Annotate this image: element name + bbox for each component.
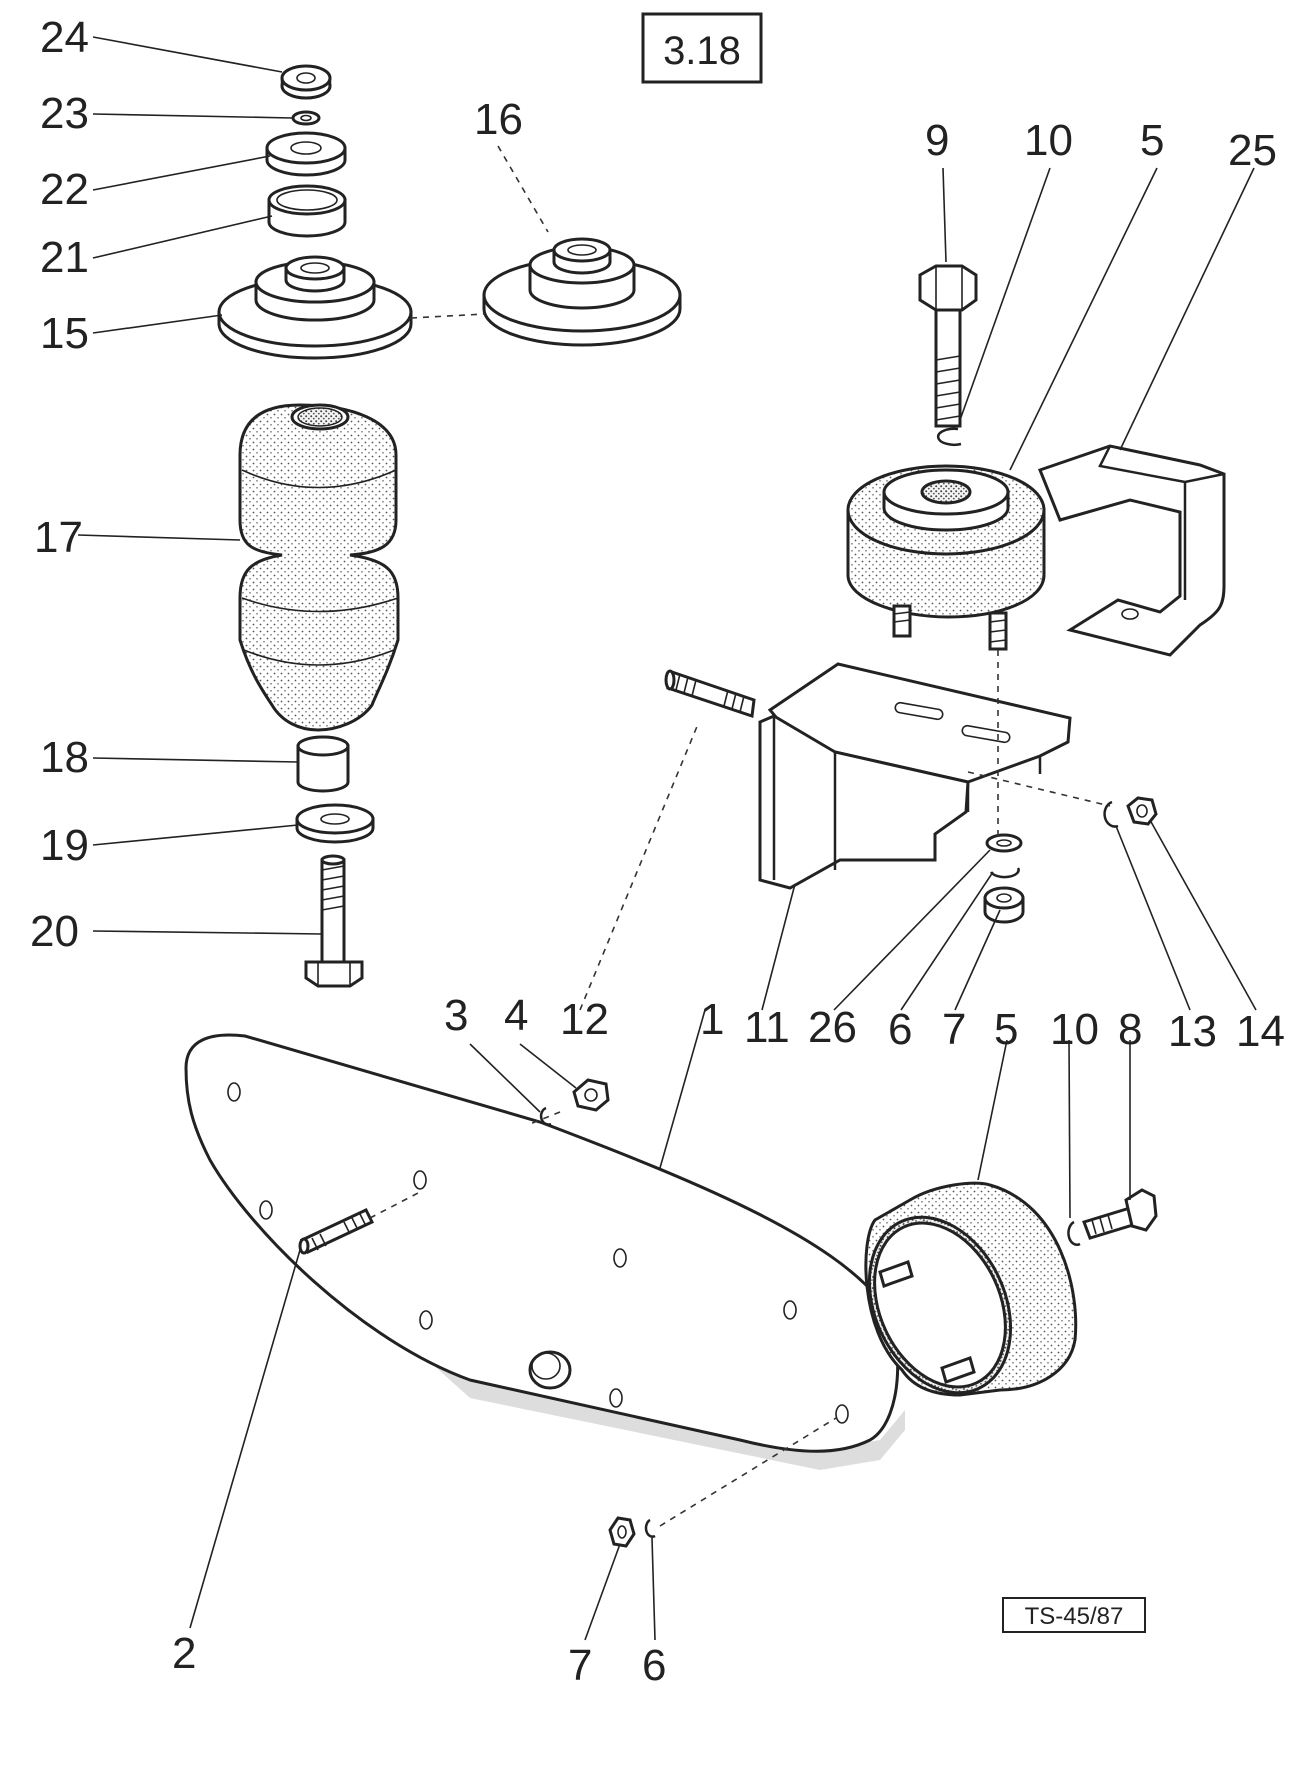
leader-lines (77, 36, 1257, 1641)
part-12-stud (664, 669, 756, 719)
callout-6: 6 (888, 1005, 912, 1054)
part-20-bolt (304, 854, 364, 988)
callout-10: 10 (1024, 116, 1073, 165)
part-6-lock-washer-bracket (989, 867, 1020, 879)
callout-22: 22 (40, 165, 89, 214)
callout-18: 18 (40, 733, 89, 782)
callout-16: 16 (474, 95, 523, 144)
callout-9: 9 (925, 116, 949, 165)
part-7-nut-bracket (983, 886, 1025, 924)
part-13-lock-washer (1103, 800, 1119, 828)
callout-14: 14 (1236, 1007, 1285, 1056)
callout-26: 26 (808, 1003, 857, 1052)
part-7-nut-plate (608, 1516, 636, 1548)
callout-13: 13 (1168, 1007, 1217, 1056)
drawing-reference: TS-45/87 (1025, 1603, 1124, 1630)
part-10-lock-washer-bottom (1067, 1220, 1081, 1246)
part-19-washer (295, 803, 375, 844)
callout-8: 8 (1118, 1005, 1142, 1054)
callout-21: 21 (40, 233, 89, 282)
part-16-alt-top-cup (482, 237, 682, 347)
callout-labels: 24 23 22 21 15 16 17 18 19 20 9 10 5 25 … (30, 13, 1285, 1690)
callout-10-lower: 10 (1050, 1005, 1099, 1054)
callout-7-lower: 7 (568, 1641, 592, 1690)
part-22-washer (265, 131, 347, 177)
part-2-stud (298, 1208, 375, 1255)
part-18-spacer (296, 735, 350, 793)
figure-number: 3.18 (663, 29, 741, 73)
part-3-lock-washer (539, 1106, 552, 1126)
callout-19: 19 (40, 821, 89, 870)
part-6-lock-washer-plate (644, 1518, 656, 1538)
part-17-rubber-buffer (238, 403, 400, 732)
callout-6-lower: 6 (642, 1641, 666, 1690)
drawing-reference-tag: TS-45/87 (1002, 1597, 1146, 1633)
part-15-top-cup (217, 255, 413, 360)
part-5-rubber-mount-bottom (864, 1181, 1078, 1397)
part-1-plate (184, 1033, 905, 1470)
part-21-sleeve (267, 184, 347, 238)
part-14-nut (1126, 796, 1158, 826)
figure-number-box: 3.18 (641, 12, 763, 84)
part-25-cover (1038, 444, 1226, 657)
callout-24: 24 (40, 13, 89, 62)
callout-17: 17 (34, 513, 83, 562)
part-10-lock-washer-top (936, 427, 962, 447)
callout-2: 2 (172, 1629, 196, 1678)
part-11-bracket (758, 662, 1072, 890)
part-4-nut (572, 1078, 610, 1112)
callout-11: 11 (744, 1003, 790, 1052)
part-5-rubber-mount-top (846, 464, 1046, 651)
callout-1: 1 (700, 995, 724, 1044)
part-9-bolt (918, 264, 978, 428)
callout-25: 25 (1228, 126, 1277, 175)
callout-12: 12 (560, 995, 609, 1044)
part-26-washer (985, 833, 1023, 853)
callout-20: 20 (30, 907, 79, 956)
callout-15: 15 (40, 309, 89, 358)
callout-5: 5 (1140, 116, 1164, 165)
callout-23: 23 (40, 89, 89, 138)
callout-3: 3 (444, 991, 468, 1040)
part-8-bolt (1082, 1188, 1158, 1240)
callout-7: 7 (942, 1005, 966, 1054)
callout-4: 4 (504, 991, 528, 1040)
callout-5-lower: 5 (994, 1005, 1018, 1054)
part-24-nut (280, 64, 332, 100)
part-23-spring-washer (291, 110, 321, 126)
